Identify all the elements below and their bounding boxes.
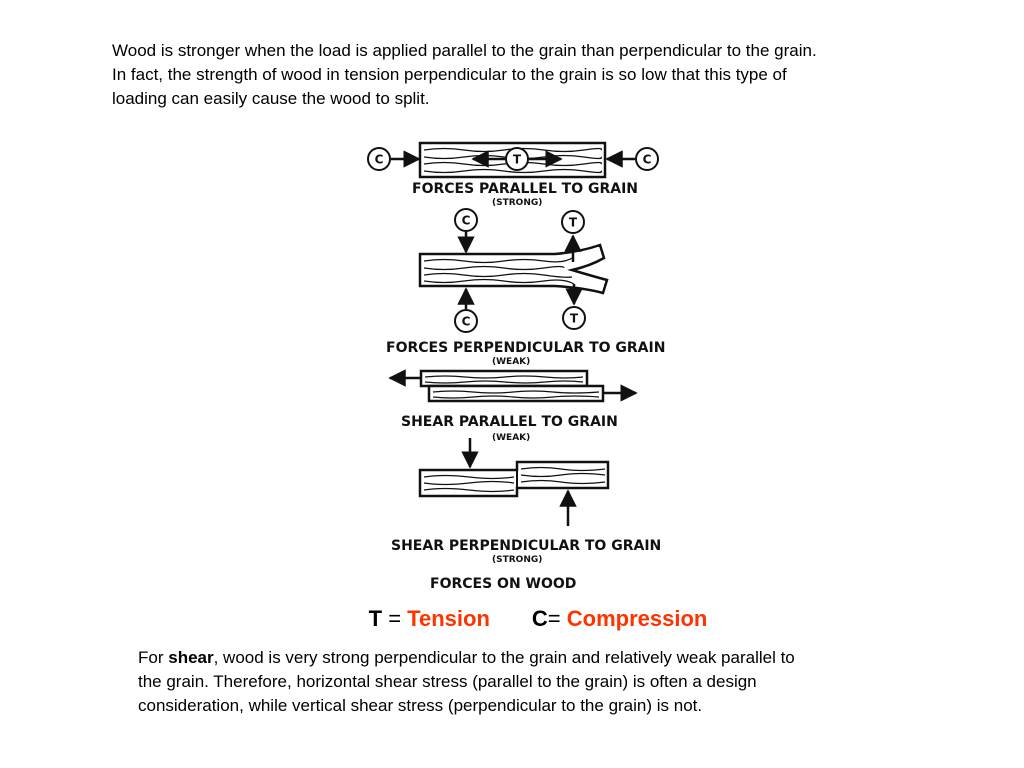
outro-line-1: , wood is very strong perpendicular to t…: [213, 648, 795, 667]
strength-shear-parallel: (WEAK): [492, 433, 530, 443]
outro-line-3: consideration, while vertical shear stre…: [138, 696, 703, 715]
compression-label: C: [462, 315, 471, 329]
panel-shear-perpendicular: SHEAR PERPENDICULAR TO GRAIN (STRONG): [391, 438, 661, 565]
compression-label: C: [643, 153, 652, 167]
tension-circle: [505, 147, 529, 171]
tension-label: T: [569, 216, 578, 230]
tension-circle-bottom: [562, 306, 586, 330]
outro-bold-shear: shear: [168, 648, 214, 667]
intro-line-1: Wood is stronger when the load is applie…: [112, 41, 817, 60]
wood-grain: [423, 466, 606, 493]
intro-line-2: In fact, the strength of wood in tension…: [112, 65, 787, 84]
legend-tension-equals: =: [382, 606, 408, 631]
panel-parallel-forces: C C T FORCES PARALLEL TO GRAIN (STRONG): [367, 141, 659, 208]
legend-tension-letter: T: [368, 606, 383, 631]
strength-parallel-forces: (STRONG): [492, 198, 542, 208]
outro-line-2: the grain. Therefore, horizontal shear s…: [138, 672, 757, 691]
tension-label: T: [570, 312, 579, 326]
shear-paragraph: For shear, wood is very strong perpendic…: [138, 646, 938, 718]
diagram-title: FORCES ON WOOD: [430, 576, 576, 592]
compression-circle-left: [367, 147, 391, 171]
compression-circle-bottom: [454, 309, 478, 333]
caption-shear-parallel: SHEAR PARALLEL TO GRAIN: [401, 414, 618, 430]
caption-shear-perpendicular: SHEAR PERPENDICULAR TO GRAIN: [391, 538, 661, 554]
tension-label: T: [513, 153, 522, 167]
stepped-wood-plank: [418, 460, 610, 498]
tension-circle-top: [561, 210, 585, 234]
intro-line-3: loading can easily cause the wood to spl…: [112, 89, 430, 108]
legend-compression-word: Compression: [566, 606, 708, 631]
compression-label: C: [462, 214, 471, 228]
strength-shear-perpendicular: (STRONG): [492, 555, 542, 565]
strength-perpendicular-forces: (WEAK): [492, 357, 530, 367]
outro-prefix: For: [138, 648, 169, 667]
wood-grain: [424, 375, 600, 399]
panel-perpendicular-forces: C T C T FORCES PERPENDICULAR TO GRAIN (W…: [386, 208, 665, 367]
intro-paragraph: Wood is stronger when the load is applie…: [112, 39, 972, 111]
legend-tension-word: Tension: [407, 606, 490, 631]
compression-circle-top: [454, 208, 478, 232]
legend-compression-letter: C: [531, 606, 548, 631]
compression-label: C: [375, 153, 384, 167]
wood-grain: [423, 256, 575, 285]
caption-perpendicular-forces: FORCES PERPENDICULAR TO GRAIN: [386, 340, 665, 356]
panel-shear-parallel: SHEAR PARALLEL TO GRAIN (WEAK): [388, 369, 638, 443]
compression-circle-right: [635, 147, 659, 171]
forces-on-wood-diagram: C C T FORCES PARALLEL TO GRAIN (STRONG) …: [367, 141, 665, 592]
legend-compression-equals: =: [547, 606, 567, 631]
caption-parallel-forces: FORCES PARALLEL TO GRAIN: [412, 181, 638, 197]
